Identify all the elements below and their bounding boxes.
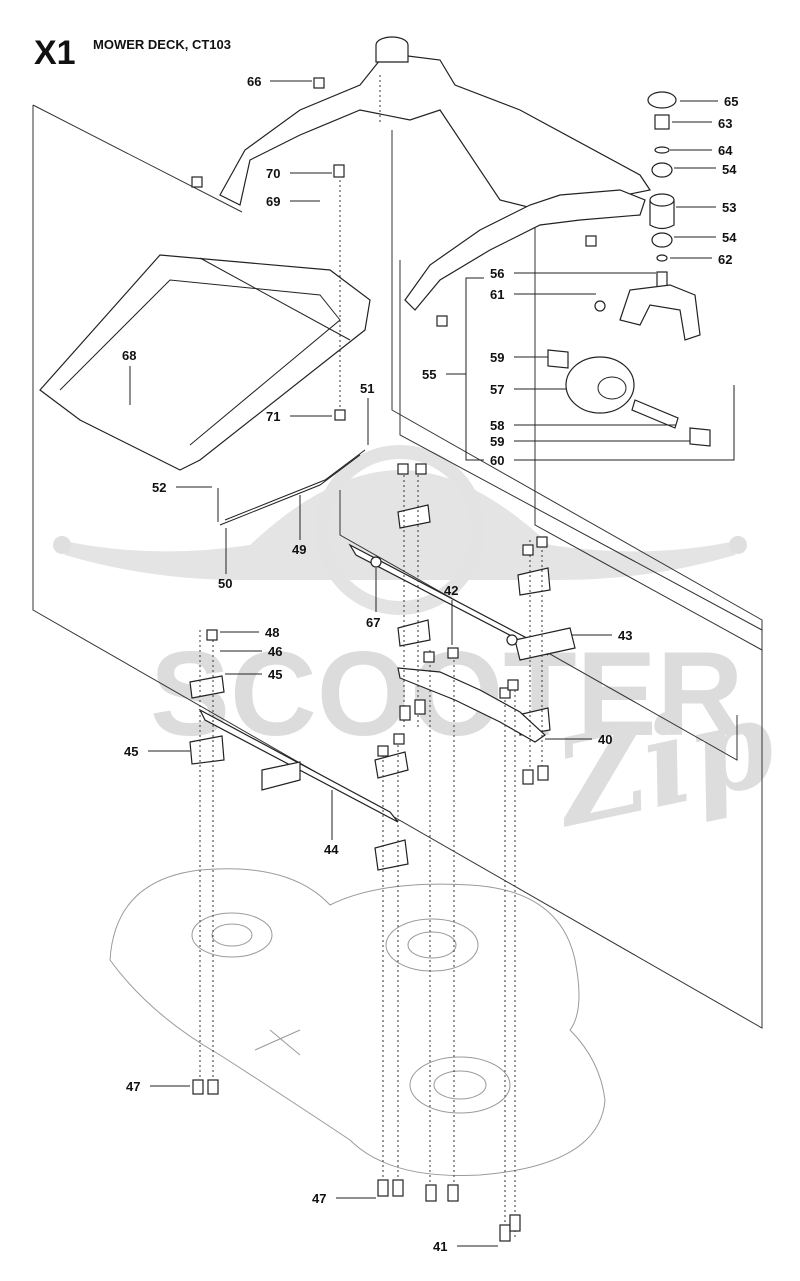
callout-50: 50 xyxy=(218,576,232,591)
callout-62: 62 xyxy=(718,252,732,267)
rear-axle xyxy=(189,675,409,871)
assembly-lines xyxy=(199,75,543,1240)
callout-42: 42 xyxy=(444,583,458,598)
callout-44: 44 xyxy=(324,842,339,857)
callout-51: 51 xyxy=(360,381,374,396)
callout-71: 71 xyxy=(266,409,280,424)
callout-47-bottom: 47 xyxy=(312,1191,326,1206)
callout-49: 49 xyxy=(292,542,306,557)
callout-48: 48 xyxy=(265,625,279,640)
callout-69: 69 xyxy=(266,194,280,209)
callout-63: 63 xyxy=(718,116,732,131)
link-plate xyxy=(397,667,546,743)
callout-45-upper: 45 xyxy=(268,667,282,682)
callout-46: 46 xyxy=(268,644,282,659)
callout-47-left: 47 xyxy=(126,1079,140,1094)
callout-60: 60 xyxy=(490,453,504,468)
lift-frame xyxy=(39,254,371,471)
callout-59-lower: 59 xyxy=(490,434,504,449)
mower-deck-housing xyxy=(109,868,606,1177)
callout-57: 57 xyxy=(490,382,504,397)
callout-53: 53 xyxy=(722,200,736,215)
callout-40: 40 xyxy=(598,732,612,747)
callout-45-lower: 45 xyxy=(124,744,138,759)
callout-54-lower: 54 xyxy=(722,230,737,245)
callout-67: 67 xyxy=(366,615,380,630)
callout-41: 41 xyxy=(433,1239,447,1254)
linkage-cable xyxy=(217,449,366,526)
callout-58: 58 xyxy=(490,418,504,433)
caster-wheel-assembly xyxy=(547,91,711,447)
diagram-code: X1 xyxy=(34,34,76,72)
callout-55: 55 xyxy=(422,367,436,382)
frame-lines xyxy=(32,104,763,1029)
callout-66: 66 xyxy=(247,74,261,89)
callout-59-upper: 59 xyxy=(490,350,504,365)
callout-64: 64 xyxy=(718,143,733,158)
callout-43: 43 xyxy=(618,628,632,643)
callouts: 66 65 63 64 54 70 53 69 54 62 56 61 68 5… xyxy=(122,74,738,1254)
callout-52: 52 xyxy=(152,480,166,495)
callout-54-upper: 54 xyxy=(722,162,737,177)
callout-65: 65 xyxy=(724,94,738,109)
callout-70: 70 xyxy=(266,166,280,181)
lift-arm-upper xyxy=(219,36,651,311)
diagram-title: MOWER DECK, CT103 xyxy=(93,37,231,52)
callout-68: 68 xyxy=(122,348,136,363)
callout-61: 61 xyxy=(490,287,504,302)
callout-56: 56 xyxy=(490,266,504,281)
fasteners xyxy=(191,77,606,1242)
